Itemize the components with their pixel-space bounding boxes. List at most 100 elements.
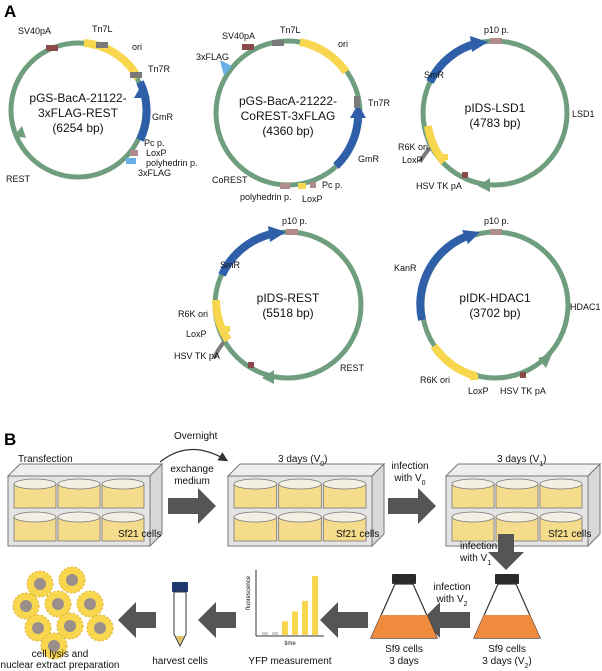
- infection-v2-2: with V2: [435, 594, 467, 608]
- falcon-tube: [172, 582, 188, 648]
- yfp-bar: [312, 576, 318, 635]
- plasmid-3: p10 p. SmR LSD1 R6K ori LoxP HSV TK pA p…: [398, 25, 595, 192]
- p2-pc: Pc p.: [322, 180, 343, 190]
- p2-tn7r: Tn7R: [368, 98, 391, 108]
- p2-loxp: LoxP: [302, 194, 323, 204]
- p2-name-line2: CoREST-3xFLAG: [241, 109, 336, 123]
- plasmid-5: p10 p. KanR HDAC1 R6K ori LoxP HSV TK pA…: [394, 216, 601, 396]
- p2-size: (4360 bp): [262, 124, 313, 138]
- p3-r6k: R6K ori: [398, 142, 428, 152]
- p1-rest: REST: [6, 174, 31, 184]
- arrow-3: [488, 534, 524, 570]
- p3-hsv: HSV TK pA: [416, 181, 462, 191]
- p1-loxp: LoxP: [146, 148, 167, 158]
- p1-pc: Pc p.: [144, 138, 165, 148]
- day3-v1-label: 3 days (V1): [497, 454, 547, 468]
- yfp-label: YFP measurement: [248, 656, 331, 667]
- exchange-label-2: medium: [174, 476, 210, 487]
- p2-gmr: GmR: [358, 154, 379, 164]
- sf21-label-1: Sf21 cells: [118, 529, 161, 540]
- p3-lsd1: LSD1: [572, 109, 595, 119]
- p2-ori: ori: [338, 39, 348, 49]
- plate-transfection: [6, 462, 164, 548]
- p1-ori: ori: [132, 42, 142, 52]
- plasmid-4: p10 p. SmR R6K ori LoxP HSV TK pA REST p…: [174, 216, 365, 384]
- p1-flag: 3xFLAG: [138, 168, 171, 178]
- infection-v1-1: infection: [460, 541, 497, 552]
- p5-hdac1: HDAC1: [570, 302, 601, 312]
- p3-loxp: LoxP: [402, 155, 423, 165]
- p2-corest: CoREST: [212, 175, 248, 185]
- p3-size: (4783 bp): [469, 116, 520, 130]
- plasmid-2: SV40pA 3xFLAG Tn7L ori Tn7R GmR Pc p. Lo…: [196, 25, 391, 204]
- panel-b-label: B: [4, 430, 16, 449]
- sf21-label-3: Sf21 cells: [548, 529, 591, 540]
- p4-loxp: LoxP: [186, 329, 207, 339]
- p1-sv40pa: SV40pA: [18, 26, 51, 36]
- transfection-label: Transfection: [18, 454, 73, 465]
- harvest-label: harvest cells: [152, 656, 208, 667]
- infection-v0-1: infection: [391, 461, 428, 472]
- p2-tn7l: Tn7L: [280, 25, 301, 35]
- p1-tn7r: Tn7R: [148, 64, 171, 74]
- panel-a-label: A: [4, 2, 16, 21]
- arrow-7: [118, 602, 156, 638]
- yfp-bar: [292, 611, 298, 635]
- day3-v0-label: 3 days (V0): [278, 454, 328, 468]
- plate-day3-v1: [444, 462, 602, 548]
- p1-size: (6254 bp): [52, 121, 103, 135]
- arrow-5: [320, 602, 368, 638]
- p1-polyhedrin: polyhedrin p.: [146, 158, 198, 168]
- p1-gmr: GmR: [152, 112, 173, 122]
- p5-name: pIDK-HDAC1: [459, 291, 531, 305]
- p4-r6k: R6K ori: [178, 309, 208, 319]
- cell-cluster: [12, 566, 114, 660]
- exchange-label-1: exchange: [170, 464, 214, 475]
- lysis-line2: nuclear extract preparation: [1, 660, 120, 671]
- p4-p10: p10 p.: [282, 216, 307, 226]
- overnight-label: Overnight: [174, 431, 218, 442]
- p4-name: pIDS-REST: [257, 291, 320, 305]
- infection-v0-2: with V0: [393, 473, 425, 487]
- yfp-xlabel: time: [284, 641, 296, 647]
- flask-b-line1: Sf9 cells: [488, 644, 526, 655]
- yfp-ylabel: fluorescence: [246, 575, 252, 610]
- sf21-label-2: Sf21 cells: [336, 529, 379, 540]
- p4-rest: REST: [340, 363, 365, 373]
- plate-day3-v0: [226, 462, 386, 548]
- p3-name: pIDS-LSD1: [465, 101, 526, 115]
- p1-tn7l: Tn7L: [92, 24, 113, 34]
- infection-v2-1: infection: [433, 582, 470, 593]
- yfp-bar: [302, 600, 308, 635]
- yfp-chart: [255, 570, 324, 637]
- yfp-bar: [272, 631, 278, 635]
- lysis-line1: cell lysis and: [32, 649, 89, 660]
- p5-hsv: HSV TK pA: [500, 386, 546, 396]
- arrow-1: [168, 488, 216, 524]
- plasmid-1: SV40pA Tn7L ori Tn7R GmR Pc p. LoxP poly…: [6, 24, 198, 184]
- flask-a-line1: Sf9 cells: [385, 644, 423, 655]
- arrow-2: [388, 488, 436, 524]
- p4-size: (5518 bp): [262, 306, 313, 320]
- flask-b: [473, 574, 541, 639]
- yfp-bar: [262, 631, 268, 635]
- p4-hsv: HSV TK pA: [174, 351, 220, 361]
- p5-kanr: KanR: [394, 263, 417, 273]
- p5-size: (3702 bp): [469, 306, 520, 320]
- yfp-bar: [282, 621, 288, 635]
- p3-smr: SmR: [424, 70, 445, 80]
- flask-a: [370, 574, 438, 639]
- flask-b-line2: 3 days (V2): [482, 656, 532, 670]
- p2-sv40pa: SV40pA: [222, 31, 255, 41]
- p2-name-line1: pGS-BacA-21222-: [239, 94, 337, 108]
- p5-loxp: LoxP: [468, 386, 489, 396]
- infection-v1-2: with V1: [459, 553, 491, 567]
- p5-p10: p10 p.: [484, 216, 509, 226]
- arrow-6: [198, 602, 236, 638]
- p1-name-line1: pGS-BacA-21122-: [29, 91, 126, 105]
- p1-name-line2: 3xFLAG-REST: [38, 106, 119, 120]
- p2-flag: 3xFLAG: [196, 52, 229, 62]
- arrow-4: [422, 602, 470, 638]
- p3-p10: p10 p.: [484, 25, 509, 35]
